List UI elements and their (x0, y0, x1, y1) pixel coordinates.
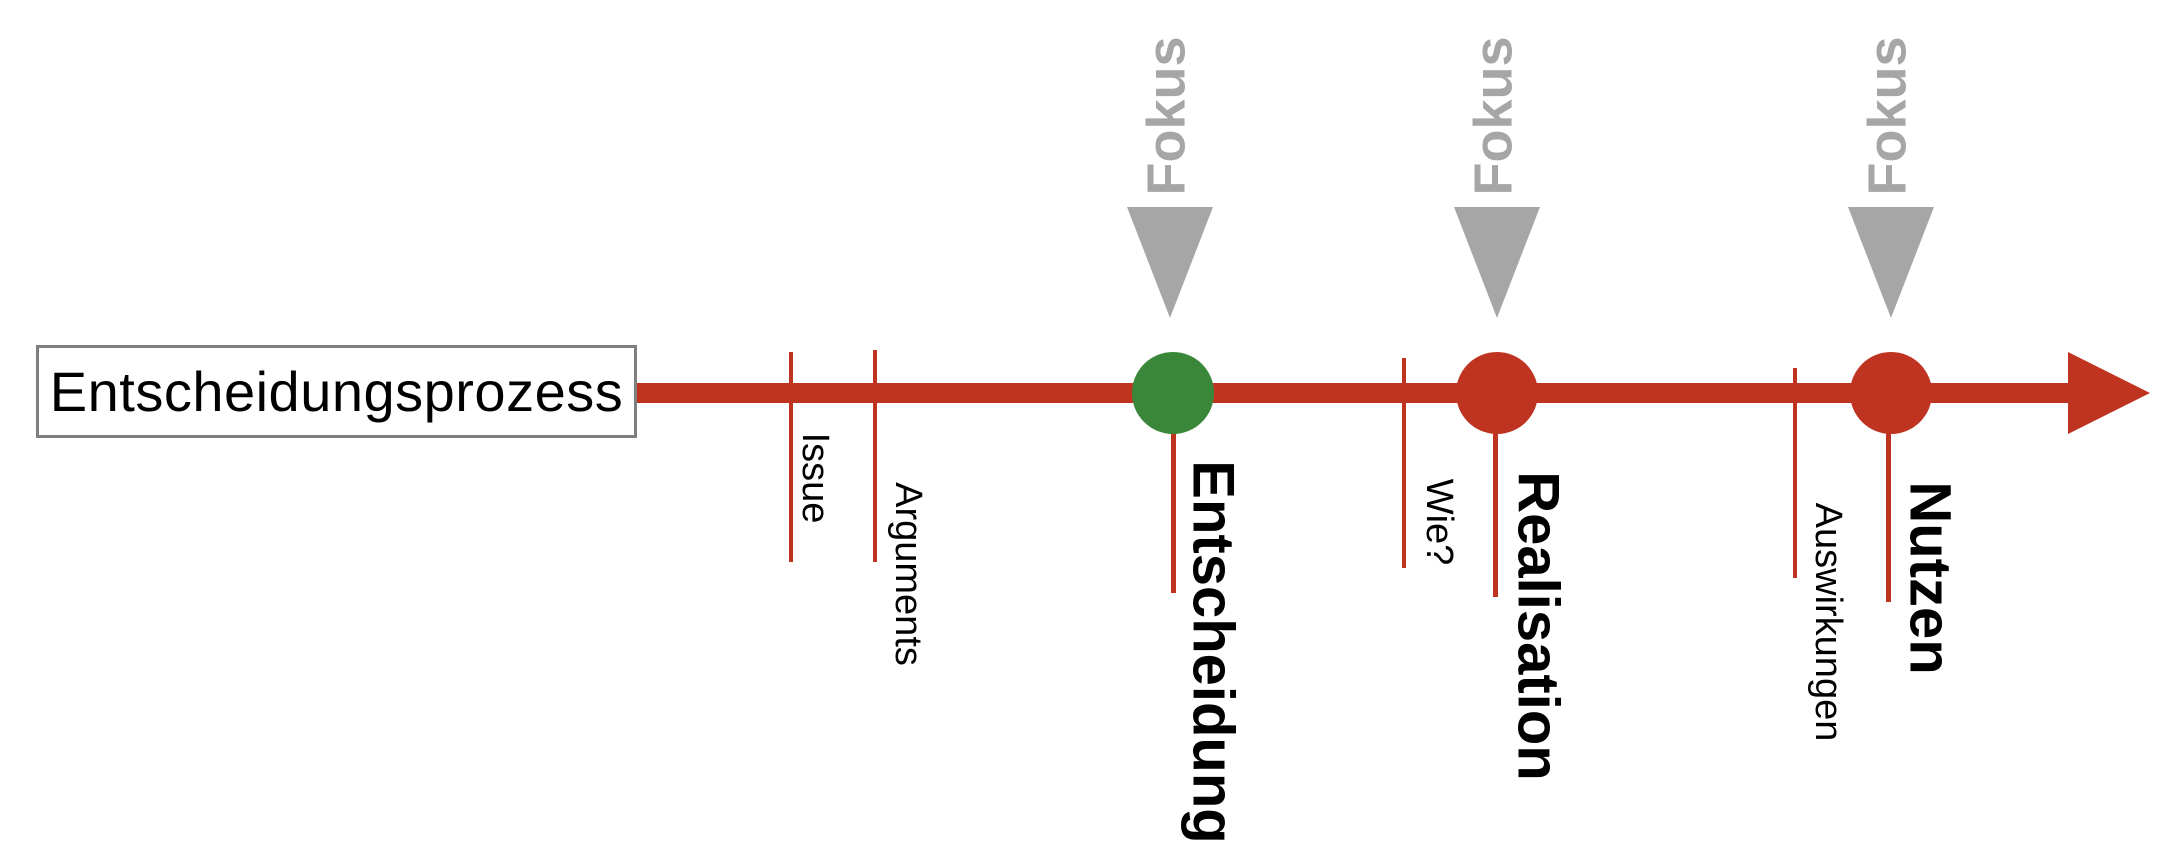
focus-arrow-icon (1127, 207, 1213, 318)
minor-tick-label: Auswirkungen (1807, 503, 1849, 742)
milestone-label: Realisation (1506, 471, 1571, 780)
focus-label: Fokus (1136, 36, 1196, 195)
milestone-label: Entscheidung (1181, 460, 1246, 843)
milestone-entscheidung: Fokus Entscheidung (1127, 36, 1246, 844)
minor-tick-label: Arguments (887, 482, 929, 666)
minor-tick-label: Issue (794, 433, 836, 524)
milestone-realisation: Fokus Realisation (1454, 36, 1571, 781)
process-title-box: Entscheidungsprozess (36, 345, 637, 438)
timeline-axis (636, 383, 2076, 403)
minor-tick-label: Wie? (1418, 479, 1460, 566)
milestone-label: Nutzen (1898, 481, 1963, 674)
milestone-dot (1850, 352, 1932, 434)
timeline-arrowhead (2068, 352, 2150, 434)
process-title: Entscheidungsprozess (49, 360, 624, 423)
focus-label: Fokus (1857, 36, 1917, 195)
minor-tick-issue: Issue (789, 352, 836, 562)
focus-arrow-icon (1848, 207, 1934, 318)
milestone-dot (1456, 352, 1538, 434)
milestone-nutzen: Fokus Nutzen (1848, 36, 1963, 675)
focus-arrow-icon (1454, 207, 1540, 318)
milestone-dot (1132, 352, 1214, 434)
minor-tick-auswirkungen: Auswirkungen (1793, 368, 1849, 741)
minor-tick-wie: Wie? (1402, 358, 1460, 568)
minor-tick-arguments: Arguments (873, 350, 929, 666)
focus-label: Fokus (1463, 36, 1523, 195)
